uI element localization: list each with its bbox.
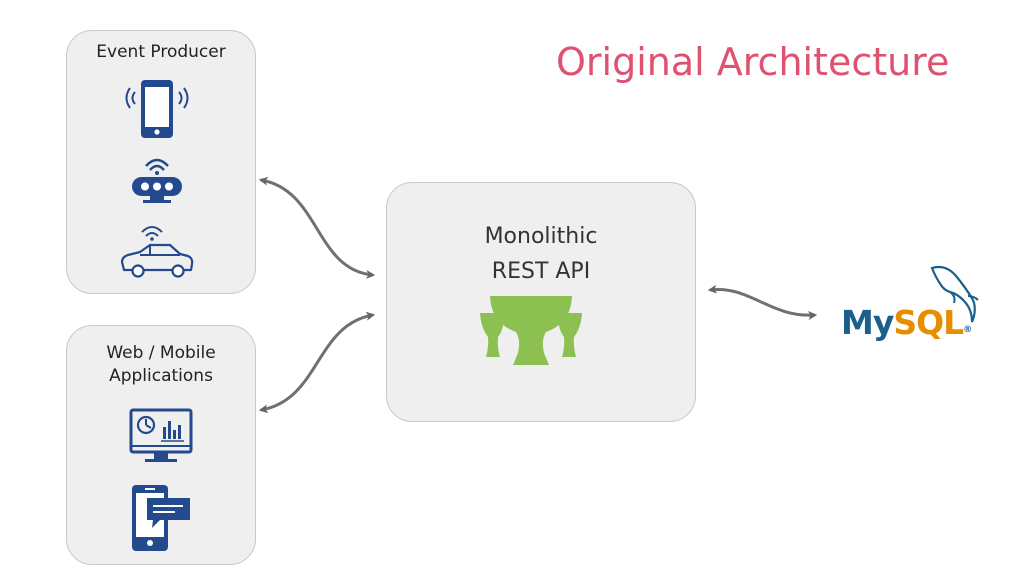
rest-api-label: Monolithic REST API [387,219,695,289]
dashboard-monitor-icon [129,408,193,462]
diagram-title: Original Architecture [556,40,950,84]
apps-label-line1: Web / Mobile [106,343,216,363]
mysql-dolphin-icon [930,265,979,323]
smartphone-wireless-icon [125,80,189,138]
mysql-logo-sql: SQL [893,303,964,342]
mysql-registered-mark: ® [963,325,972,335]
arrow-api-to-mysql [707,284,818,320]
mobile-chat-icon [132,485,190,551]
apps-label-line2: Applications [109,366,213,386]
api-label-line2: REST API [491,259,591,284]
api-label-line1: Monolithic [484,224,598,249]
arrow-apps-to-api [258,311,376,414]
mysql-logo-my: My [841,303,894,342]
event-producer-label: Event Producer [96,42,226,62]
web-mobile-apps-label: Web / Mobile Applications [67,342,255,388]
sensor-device-icon [132,158,182,203]
web-mobile-apps-box: Web / Mobile Applications [66,325,256,565]
flask-cup-logo-icon [480,296,582,365]
mysql-logo: MySQL® [841,303,972,342]
arrow-producer-to-api [258,176,376,279]
connected-car-icon [120,226,194,278]
